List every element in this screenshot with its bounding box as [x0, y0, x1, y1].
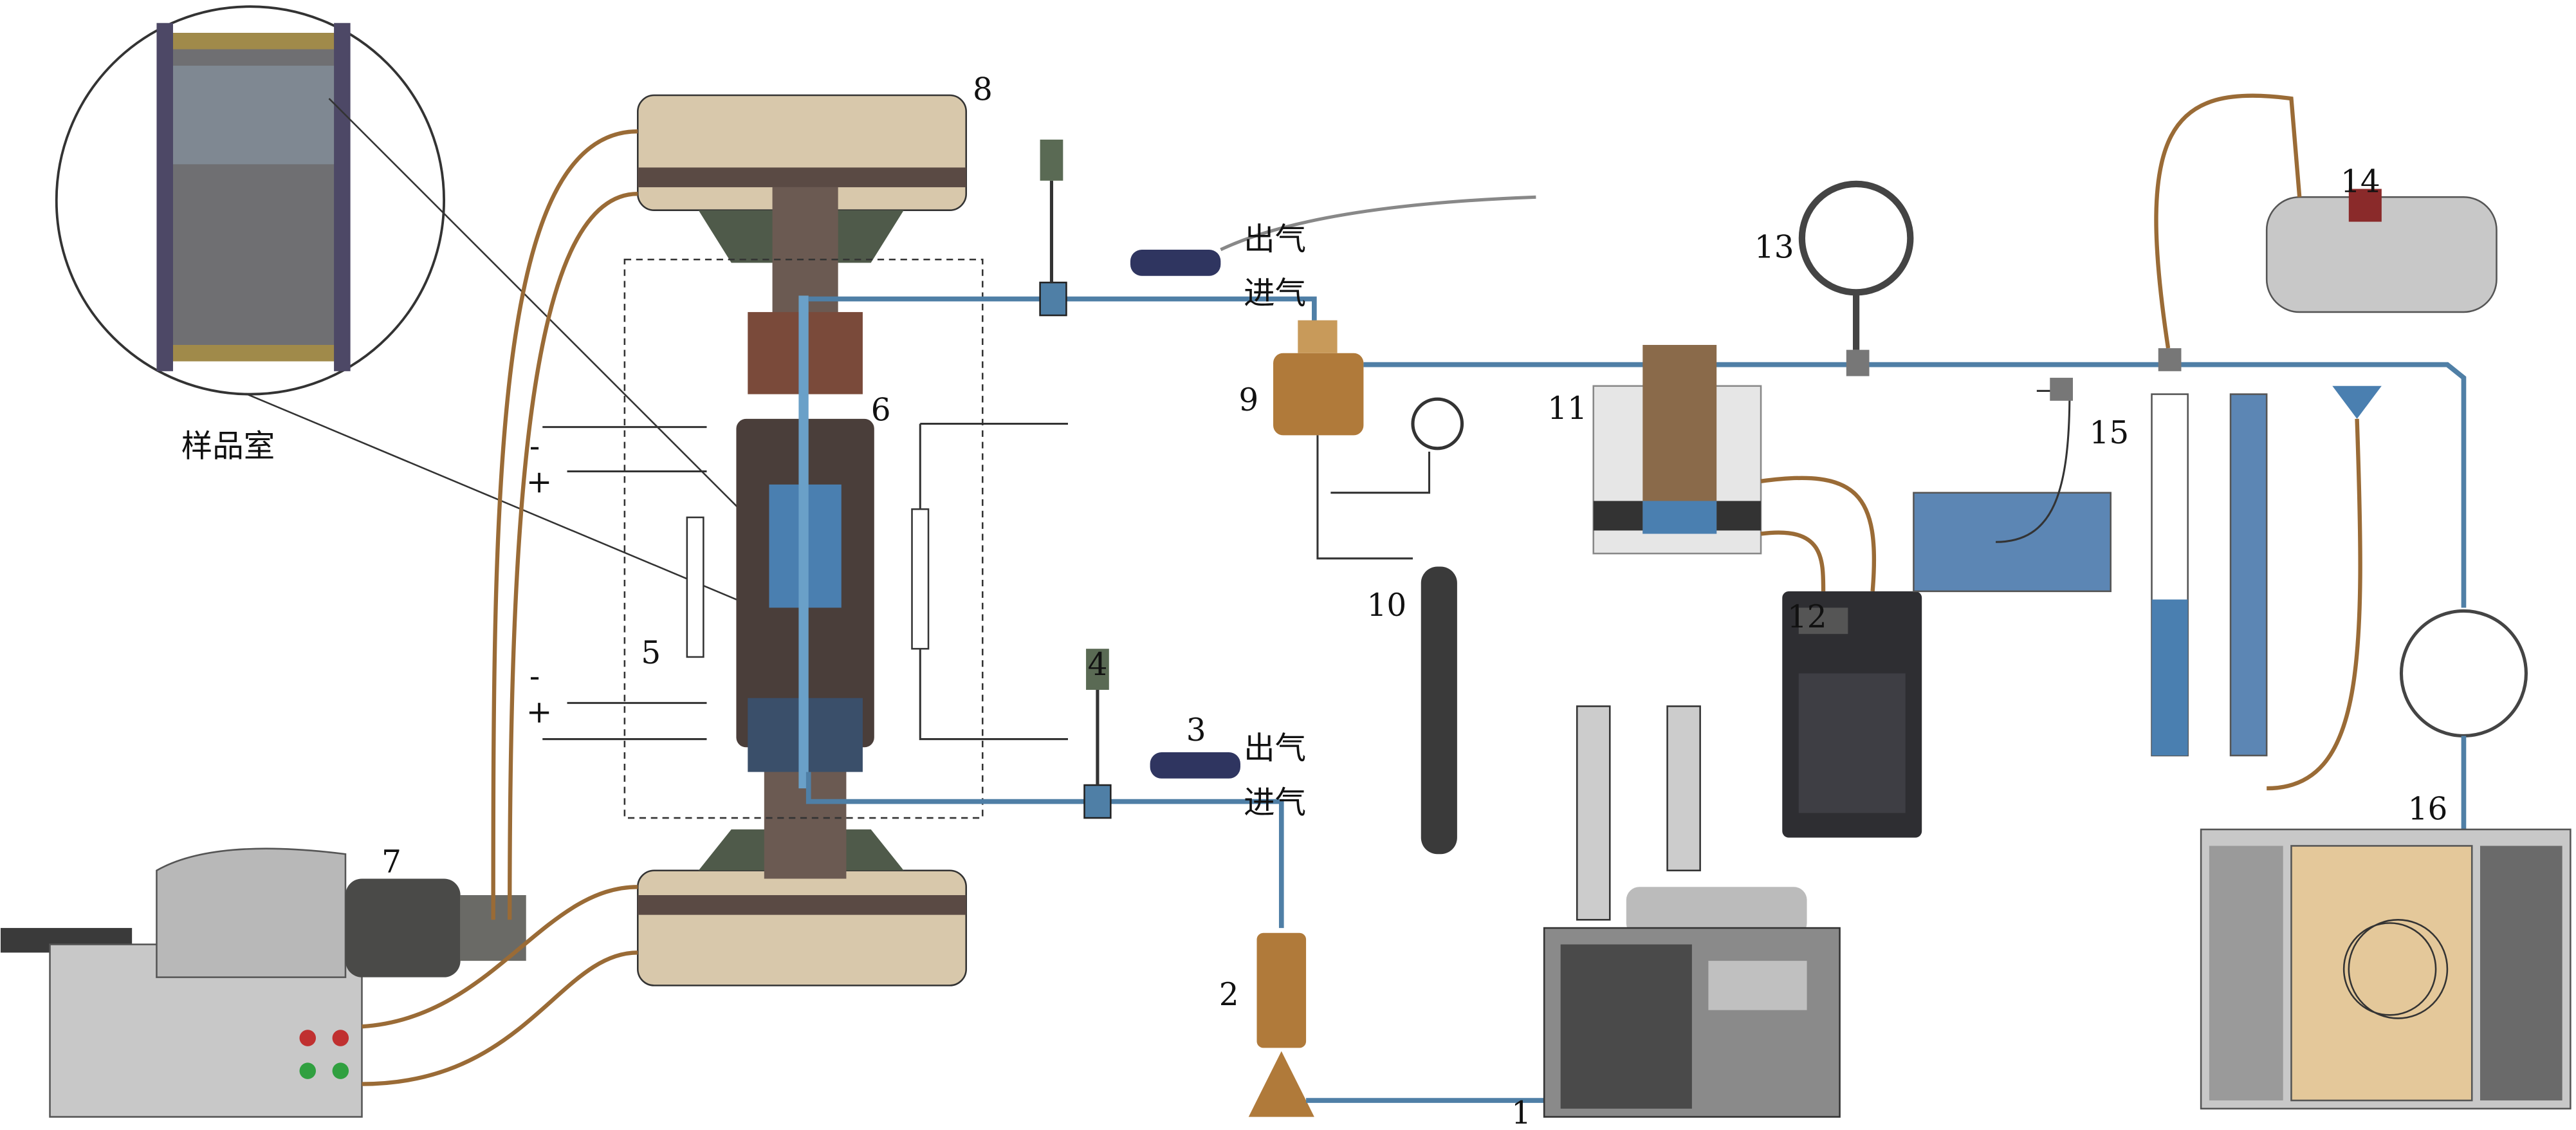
- pressure-sensor-bottom: [1083, 784, 1112, 819]
- water-burette: [2229, 393, 2268, 757]
- pressure-transducer-top: [1040, 139, 1063, 181]
- gas-cylinder: [1421, 566, 1457, 855]
- label-2: 2: [1219, 977, 1239, 1013]
- pressure-transducer-bottom: [1086, 649, 1109, 690]
- injection-pump: [1543, 705, 1841, 1118]
- water-tank: [1913, 492, 2111, 593]
- thermostatic-bath: [1592, 344, 1762, 555]
- back-pressure-valve-bottom[interactable]: [1150, 752, 1240, 779]
- valve-15[interactable]: [2050, 378, 2074, 401]
- label-12: 12: [1787, 599, 1827, 635]
- plus-sign-top: +: [526, 465, 553, 501]
- pressure-gauge-large: [1798, 180, 1914, 296]
- label-15: 15: [2090, 415, 2130, 451]
- label-9: 9: [1238, 382, 1258, 418]
- valve-14[interactable]: [2158, 348, 2182, 371]
- minus-sign-bottom: -: [529, 658, 540, 694]
- label-1: 1: [1511, 1095, 1531, 1130]
- label-10: 10: [1367, 588, 1407, 624]
- valve-13[interactable]: [1846, 349, 1870, 376]
- label-14: 14: [2341, 164, 2380, 200]
- gas-storage-vessel: [1273, 353, 1364, 436]
- label-16: 16: [2408, 792, 2448, 828]
- label-13: 13: [1754, 230, 1794, 266]
- plus-sign-bottom: +: [526, 694, 553, 730]
- sample-chamber-label: 样品室: [181, 429, 275, 465]
- gas-outlet-label-top: 出气: [1244, 221, 1306, 257]
- temperature-controller: [1782, 591, 1922, 838]
- gas-chromatograph: [2200, 828, 2571, 1110]
- back-pressure-valve-top[interactable]: [1130, 249, 1221, 276]
- gas-filter: [1256, 932, 1307, 1048]
- label-5: 5: [641, 635, 661, 671]
- gas-outlet-label-bottom: 出气: [1244, 730, 1306, 766]
- label-8: 8: [973, 72, 993, 108]
- label-3: 3: [1186, 712, 1206, 748]
- minus-sign-top: -: [529, 429, 540, 465]
- core-holder: [736, 295, 874, 789]
- label-6: 6: [871, 392, 891, 428]
- heater-left: [542, 426, 707, 741]
- servo-controller: [0, 848, 526, 1118]
- six-port-valve[interactable]: [2399, 609, 2528, 737]
- pressure-sensor-top: [1039, 281, 1067, 317]
- label-7: 7: [382, 844, 401, 880]
- heater-right: [911, 422, 1068, 741]
- label-11: 11: [1547, 391, 1587, 427]
- vacuum-pump: [2265, 189, 2498, 313]
- sample-chamber-magnified: [55, 5, 773, 609]
- pressure-gauge-small: [1411, 397, 1464, 450]
- gas-inlet-label-bottom: 进气: [1244, 784, 1306, 820]
- loading-frame: [637, 94, 968, 986]
- temperature-chamber-outline: [623, 258, 984, 819]
- gas-inlet-label-top: 进气: [1244, 275, 1306, 311]
- label-4: 4: [1088, 647, 1108, 683]
